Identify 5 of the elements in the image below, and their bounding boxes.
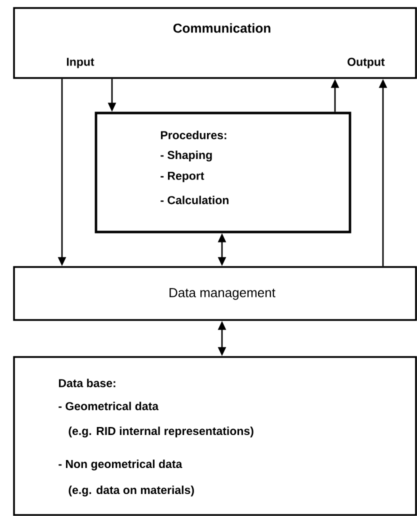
data-base-box: Data base: - Geometrical data (e.g. RID internal representations) - Non geometrical data (e.g. data on materials) [13,356,417,516]
procedures-box: Procedures: - Shaping - Report - Calculation [94,112,352,234]
port-label: Output [348,58,385,68]
data-management-box: Data management [13,266,417,321]
port-label: Input [66,58,94,68]
